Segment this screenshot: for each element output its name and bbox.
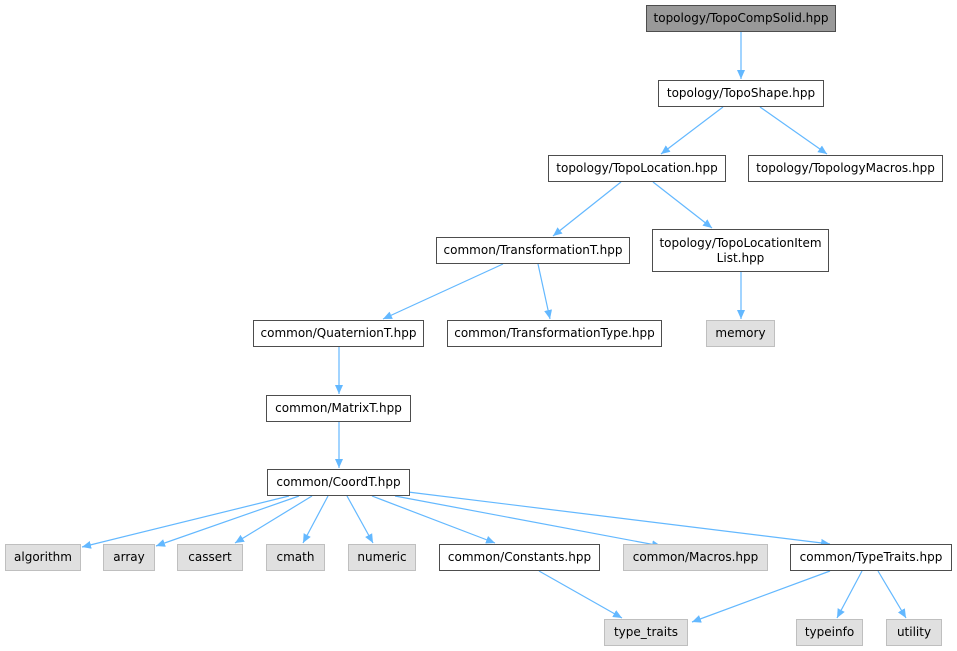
node-memory[interactable]: memory: [706, 320, 775, 347]
node-label: common/MatrixT.hpp: [275, 401, 402, 415]
node-label: typeinfo: [804, 625, 855, 639]
node-label: common/TransformationT.hpp: [443, 243, 623, 257]
edge-toposhape-topologymacros: [759, 106, 828, 155]
node-label: array: [113, 550, 145, 564]
edge-transformationt-quaterniont: [382, 263, 504, 320]
node-label: numeric: [357, 550, 407, 564]
node-label: topology/TopoShape.hpp: [666, 86, 816, 100]
node-macros[interactable]: common/Macros.hpp: [623, 544, 768, 571]
edge-coordt-macros: [394, 495, 662, 549]
edge-typetraits-type_traits: [691, 570, 831, 623]
edge-coordt-constants: [371, 495, 496, 544]
edge-transformationt-transformationtype: [537, 263, 552, 320]
node-label: memory: [715, 326, 766, 340]
node-typeinfo[interactable]: typeinfo: [796, 619, 863, 646]
node-label: algorithm: [14, 550, 72, 564]
node-label: topology/TopoLocationItem List.hpp: [659, 235, 822, 265]
node-utility[interactable]: utility: [886, 619, 942, 646]
edge-coordt-numeric: [346, 495, 374, 544]
node-label: common/CoordT.hpp: [276, 475, 401, 489]
node-transformationt[interactable]: common/TransformationT.hpp: [436, 237, 630, 264]
node-label: type_traits: [613, 625, 679, 639]
node-label: common/Constants.hpp: [447, 550, 592, 564]
node-topocompsolid[interactable]: topology/TopoCompSolid.hpp: [646, 5, 836, 32]
edge-coordt-array: [155, 495, 300, 547]
node-label: utility: [896, 625, 932, 639]
node-numeric[interactable]: numeric: [348, 544, 416, 571]
node-typetraits[interactable]: common/TypeTraits.hpp: [790, 544, 952, 571]
edge-coordt-cassert: [234, 495, 313, 544]
node-coordt[interactable]: common/CoordT.hpp: [267, 469, 410, 496]
edge-topolocation-topolocationitemlist: [652, 181, 713, 229]
node-label: topology/TopoCompSolid.hpp: [653, 11, 829, 25]
node-toposhape[interactable]: topology/TopoShape.hpp: [658, 80, 824, 107]
node-label: cassert: [188, 550, 232, 564]
node-topolocation[interactable]: topology/TopoLocation.hpp: [548, 155, 726, 182]
node-algorithm[interactable]: algorithm: [5, 544, 81, 571]
node-topologymacros[interactable]: topology/TopologyMacros.hpp: [748, 155, 943, 182]
node-constants[interactable]: common/Constants.hpp: [439, 544, 600, 571]
node-label: common/QuaternionT.hpp: [260, 326, 417, 340]
node-cmath[interactable]: cmath: [266, 544, 325, 571]
node-label: common/TypeTraits.hpp: [799, 550, 943, 564]
node-transformationtype[interactable]: common/TransformationType.hpp: [447, 320, 662, 347]
node-quaterniont[interactable]: common/QuaternionT.hpp: [253, 320, 424, 347]
edge-typetraits-utility: [877, 570, 907, 619]
node-label: topology/TopoLocation.hpp: [556, 161, 718, 175]
node-label: common/TransformationType.hpp: [454, 326, 655, 340]
node-type-traits[interactable]: type_traits: [604, 619, 688, 646]
edge-typetraits-typeinfo: [836, 570, 863, 619]
node-array[interactable]: array: [103, 544, 155, 571]
node-label: cmath: [276, 550, 315, 564]
edge-topolocation-transformationt: [552, 181, 622, 237]
node-matrixt[interactable]: common/MatrixT.hpp: [266, 395, 411, 422]
node-label: common/Macros.hpp: [632, 550, 759, 564]
node-label: topology/TopologyMacros.hpp: [756, 161, 935, 175]
edge-toposhape-topolocation: [660, 106, 724, 155]
node-cassert[interactable]: cassert: [177, 544, 243, 571]
edge-constants-type_traits: [538, 570, 623, 619]
edge-coordt-algorithm: [81, 495, 290, 549]
edge-coordt-typetraits: [407, 491, 831, 547]
node-topolocationitemlist[interactable]: topology/TopoLocationItem List.hpp: [652, 229, 829, 272]
edge-coordt-cmath: [302, 495, 329, 544]
